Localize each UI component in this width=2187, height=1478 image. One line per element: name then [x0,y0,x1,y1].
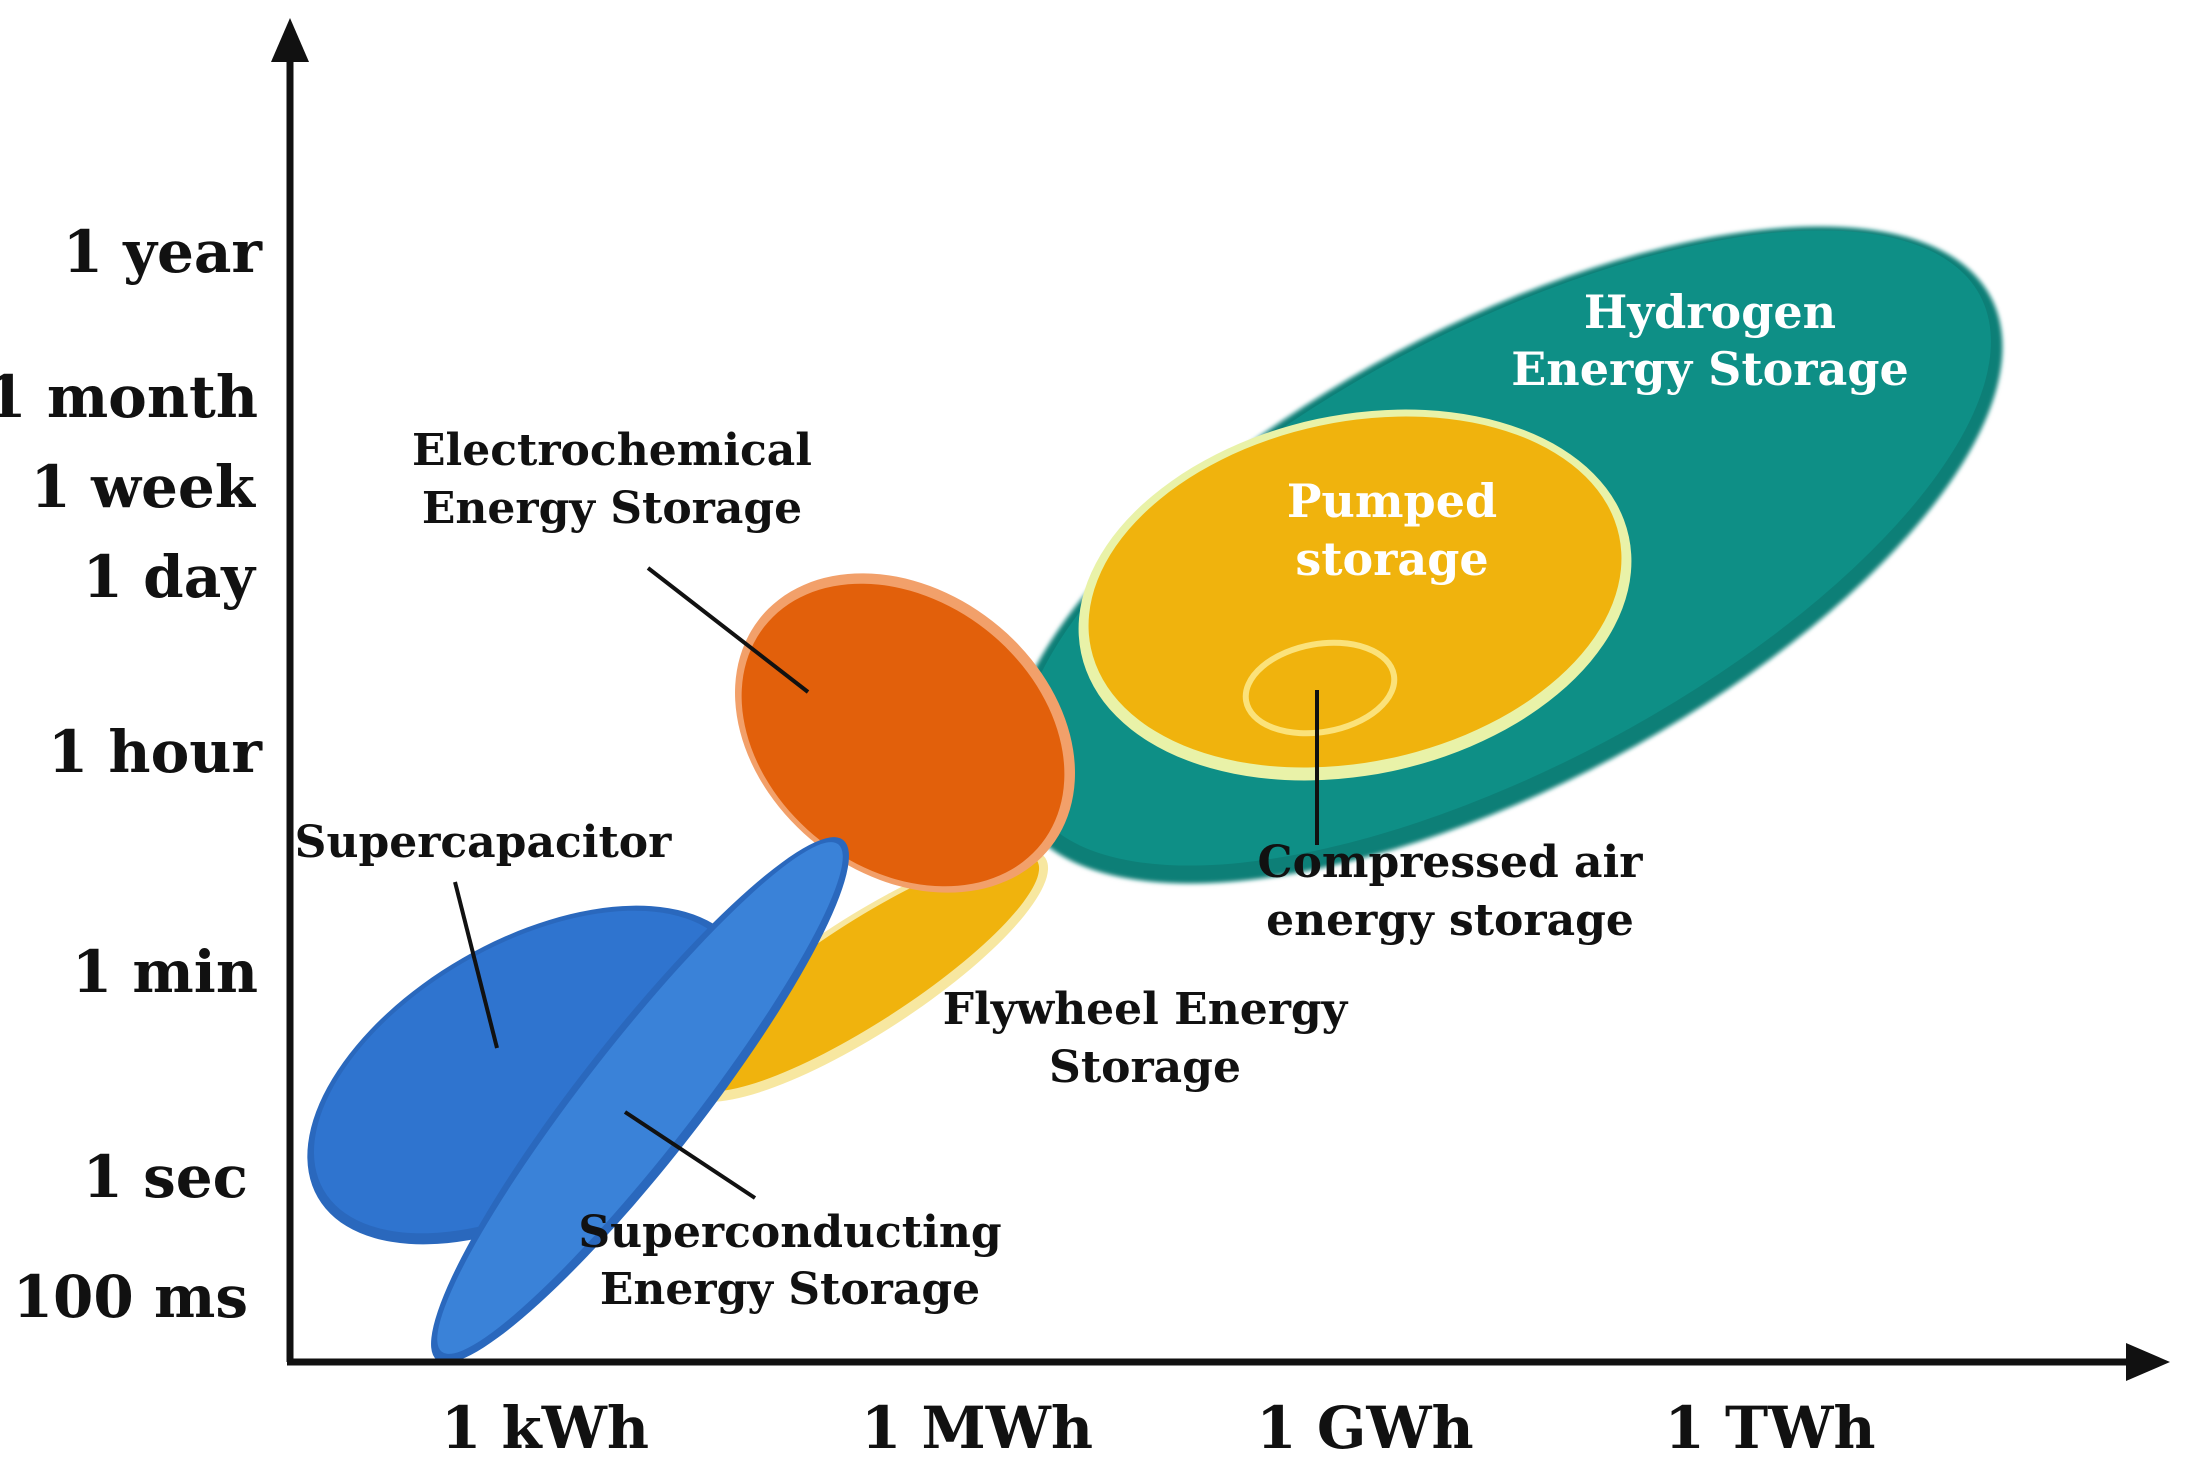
supercapacitor-label: Supercapacitor [295,817,672,868]
x-axis-ticks: 1 kWh 1 MWh 1 GWh 1 TWh [441,1394,1876,1462]
y-tick-label: 1 day [83,543,258,611]
hydrogen-label-line1: Hydrogen [1584,285,1836,339]
y-tick-label: 1 min [72,938,258,1006]
electrochemical-label-line2: Energy Storage [422,483,802,534]
y-tick-label: 1 year [63,218,264,286]
flywheel-region [681,848,1049,1102]
y-tick-label: 100 ms [13,1263,248,1331]
y-tick-label: 1 hour [48,718,264,786]
axes [271,18,2170,1381]
hydrogen-label-line2: Energy Storage [1511,342,1909,396]
supercapacitor-leader [453,881,499,1049]
flywheel-label-line2: Storage [1049,1042,1241,1093]
y-tick-label: 1 sec [83,1143,248,1211]
electrochemical-leader [646,566,810,694]
electrochemical-label-line1: Electrochemical [412,425,812,476]
superconducting-region [431,837,849,1363]
x-tick-label: 1 MWh [861,1394,1093,1462]
x-tick-label: 1 TWh [1664,1394,1875,1462]
compressed-air-label-line2: energy storage [1266,895,1634,946]
pumped-label-line1: Pumped [1287,474,1497,528]
y-axis-ticks: 1 year 1 month 1 week 1 day 1 hour 1 min… [0,218,263,1331]
superconducting-label-line1: Superconducting [578,1207,1001,1258]
superconducting-label-line2: Energy Storage [600,1264,980,1315]
flywheel-label-line1: Flywheel Energy [943,984,1349,1035]
y-tick-label: 1 month [0,363,258,431]
y-tick-label: 1 week [31,453,257,521]
electrochemical-region [735,573,1075,893]
compressed-air-region [1242,639,1398,737]
pumped-label-line2: storage [1295,532,1488,586]
superconducting-leader [623,1110,757,1200]
compressed-air-label-line1: Compressed air [1258,837,1644,888]
x-tick-label: 1 GWh [1256,1394,1473,1462]
leader-lines [453,566,1319,1200]
region-labels: Hydrogen Energy Storage Pumped storage C… [295,285,1909,1315]
pumped-storage-region [1078,409,1632,781]
x-tick-label: 1 kWh [441,1394,649,1462]
